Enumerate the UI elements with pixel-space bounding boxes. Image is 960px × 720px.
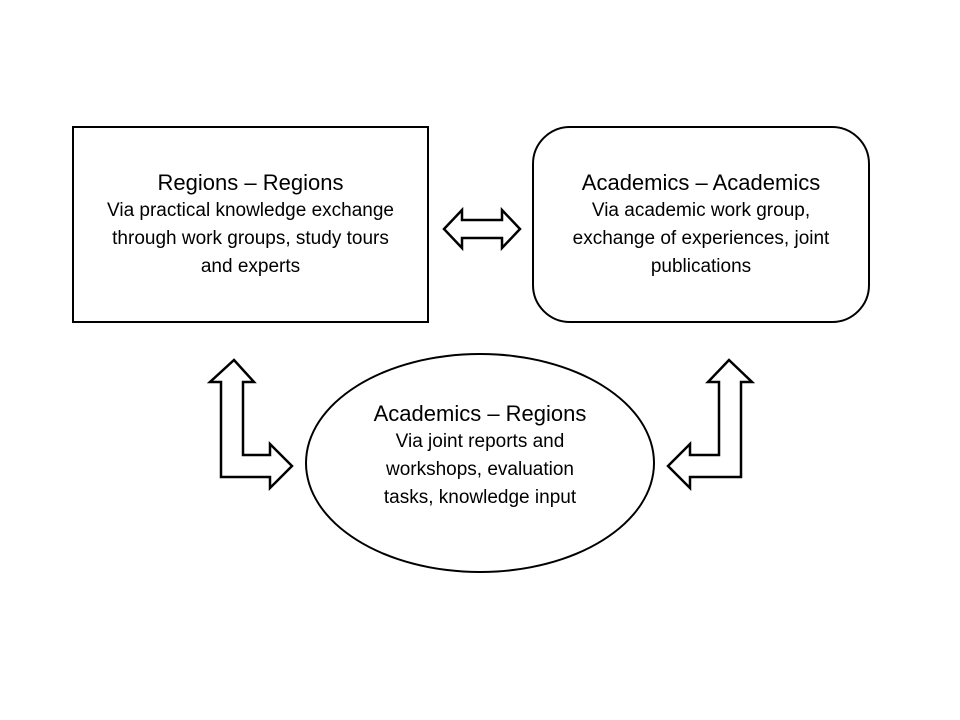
- bent-arrow-regions-to-ellipse: [206, 358, 294, 492]
- academics-regions-ellipse: Academics – Regions Via joint reports an…: [305, 353, 655, 573]
- regions-regions-title: Regions – Regions: [157, 169, 344, 195]
- academics-regions-title: Academics – Regions: [373, 401, 587, 426]
- regions-regions-box: Regions – Regions Via practical knowledg…: [72, 126, 429, 323]
- regions-regions-description: Via practical knowledge exchange through…: [107, 199, 394, 277]
- bent-arrow-academics-to-ellipse: [666, 358, 756, 492]
- academics-academics-title: Academics – Academics: [581, 169, 821, 195]
- academics-academics-box: Academics – Academics Via academic work …: [532, 126, 870, 323]
- academics-regions-description: Via joint reports and workshops, evaluat…: [383, 431, 577, 508]
- academics-academics-description: Via academic work group, exchange of exp…: [572, 199, 830, 277]
- double-arrow-regions-academics: [442, 206, 522, 252]
